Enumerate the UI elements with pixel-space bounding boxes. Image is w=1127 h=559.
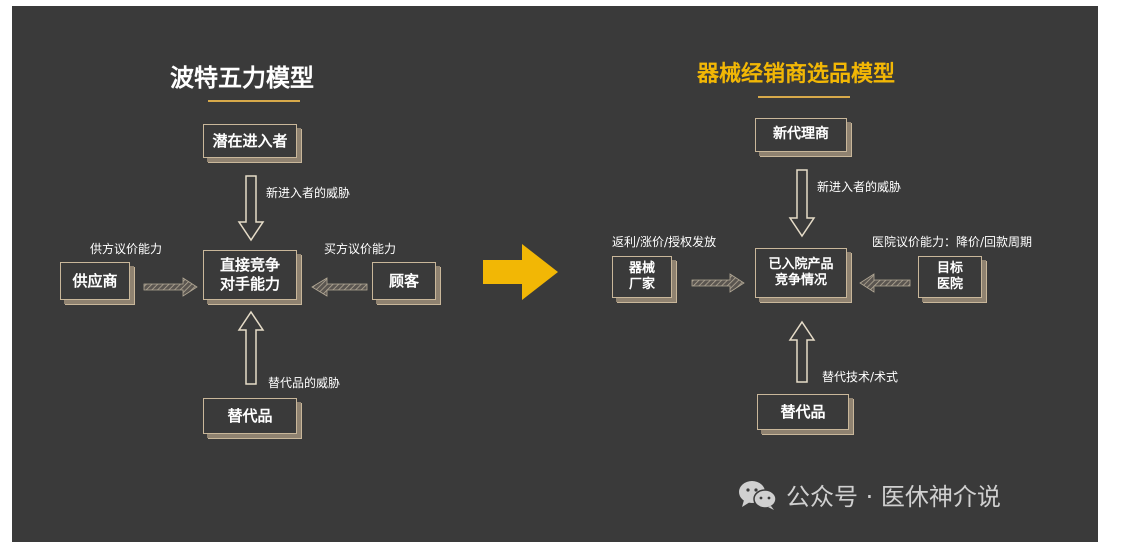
right-box-new-agents-label: 新代理商 (773, 126, 829, 143)
right-title: 器械经销商选品模型 (697, 62, 896, 87)
left-box-substitutes: 替代品 (203, 398, 297, 434)
right-label-hospital-power: 医院议价能力：降价/回款周期 (872, 235, 1033, 249)
left-box-potential-entrants-label: 潜在进入者 (212, 131, 288, 150)
left-box-customers: 顾客 (372, 262, 436, 300)
right-box-manufacturers: 器械 厂家 (612, 256, 672, 298)
transition-arrow (483, 244, 558, 300)
left-arrow-right-hatched (143, 277, 198, 297)
right-arrow-down-outline (788, 169, 816, 238)
right-box-target-hospitals-label: 目标 医院 (936, 260, 963, 292)
left-box-suppliers: 供应商 (60, 262, 130, 300)
right-box-manufacturers-label: 器械 厂家 (628, 260, 655, 292)
right-arrow-right-hatched (691, 273, 745, 293)
right-box-new-agents: 新代理商 (755, 118, 847, 152)
right-arrow-up-outline (788, 320, 816, 383)
left-arrow-left-hatched (311, 277, 368, 297)
wechat-icon (739, 480, 777, 510)
left-label-supplier-power: 供方议价能力 (90, 242, 163, 256)
right-label-new-entrants-threat: 新进入者的威胁 (817, 180, 902, 194)
right-arrow-left-hatched (859, 273, 911, 293)
right-box-substitutes-label: 替代品 (780, 402, 826, 421)
watermark: 公众号 · 医休神介说 (738, 477, 1001, 512)
right-title-underline (758, 96, 850, 98)
left-title-underline (208, 100, 300, 102)
right-label-substitute-tech: 替代技术/术式 (822, 370, 899, 384)
left-box-potential-entrants: 潜在进入者 (203, 124, 297, 158)
left-arrow-down-outline (237, 175, 265, 242)
left-box-competitors: 直接竞争 对手能力 (203, 250, 297, 300)
left-label-substitute-threat: 替代品的威胁 (268, 376, 341, 390)
left-arrow-up-outline (237, 310, 265, 385)
left-box-customers-label: 顾客 (388, 271, 419, 290)
left-box-substitutes-label: 替代品 (227, 406, 273, 425)
left-box-competitors-label: 直接竞争 对手能力 (219, 256, 280, 293)
right-box-hospital-products-label: 已入院产品 竞争情况 (768, 256, 834, 288)
right-box-hospital-products: 已入院产品 竞争情况 (755, 248, 847, 298)
right-box-target-hospitals: 目标 医院 (918, 256, 982, 298)
left-title: 波特五力模型 (170, 64, 314, 92)
left-label-new-entrants-threat: 新进入者的威胁 (266, 186, 351, 200)
right-box-substitutes: 替代品 (757, 394, 849, 430)
right-label-rebate-pricing: 返利/涨价/授权发放 (612, 235, 717, 249)
left-label-buyer-power: 买方议价能力 (324, 242, 397, 256)
watermark-text: 公众号 · 医休神介说 (786, 483, 1001, 511)
left-box-suppliers-label: 供应商 (72, 271, 118, 290)
